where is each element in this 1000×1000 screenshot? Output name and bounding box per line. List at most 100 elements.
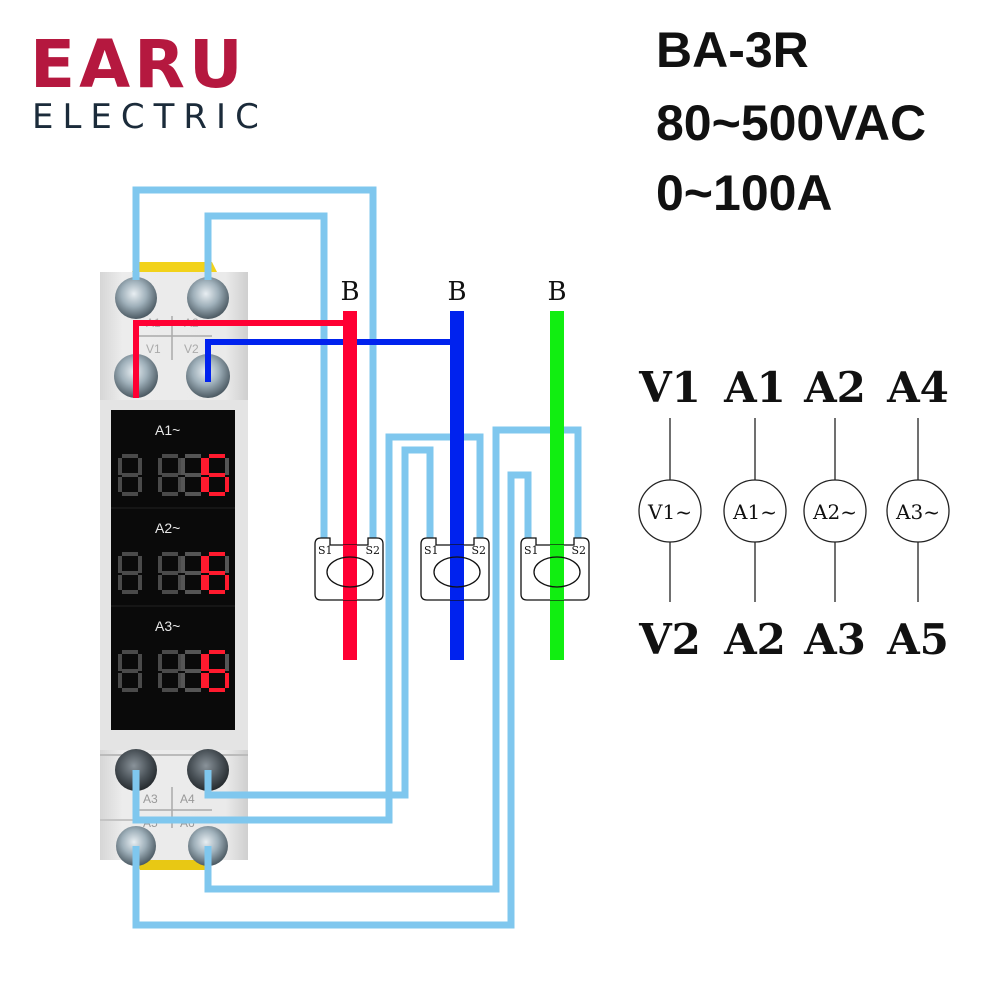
busbar-through-ct [450,545,464,600]
segment-b [138,458,142,475]
segment-e [205,477,209,492]
busbar-label: B [547,277,566,307]
segment-g [209,571,225,575]
digit-3 [181,650,205,692]
schematic-top-label: A1 [723,363,786,412]
display-label-1: A1~ [155,422,180,438]
schematic-top-label: A4 [886,363,949,412]
segment-f [118,654,122,671]
segment-e [158,673,162,688]
ct-s1-label: S1 [524,544,539,557]
segment-a [122,454,138,458]
terminal-label-v2: V2 [184,342,199,356]
segment-a [162,650,178,654]
segment-d [162,688,178,692]
segment-g [122,669,138,673]
segment-e [158,477,162,492]
schematic-bottom-label: A3 [803,615,866,664]
display-readout-1 [118,454,229,496]
digit-2 [158,552,182,594]
segment-c [201,673,205,688]
segment-g [185,571,201,575]
digit-4 [205,552,229,594]
segment-e [181,575,185,590]
busbar-label: B [340,277,359,307]
voltage-range-label: 80~500VAC [656,95,926,151]
bottom-clip [136,858,212,870]
segment-d [209,590,225,594]
segment-e [205,575,209,590]
segment-g [209,473,225,477]
display-label-2: A2~ [155,520,180,536]
digit-3 [181,454,205,496]
ct-s2-label: S2 [471,544,486,557]
segment-f [181,654,185,671]
segment-d [185,492,201,496]
spec-block: BA-3R 80~500VAC 0~100A [656,22,926,221]
brand-subtitle: ELECTRIC [32,97,268,137]
model-label: BA-3R [656,22,809,78]
segment-b [138,556,142,573]
segment-b [178,458,182,475]
segment-g [209,669,225,673]
segment-a [185,552,201,556]
ct-s2-label: S2 [365,544,380,557]
segment-e [118,477,122,492]
segment-e [158,575,162,590]
segment-g [185,669,201,673]
segment-b [201,654,205,671]
busbar-3: B [547,277,567,660]
segment-a [122,650,138,654]
segment-e [181,477,185,492]
busbar-conductor [343,311,357,660]
busbar-through-ct [550,545,564,600]
segment-e [118,575,122,590]
digit-4 [205,454,229,496]
wire-a2-ct1-s1 [204,212,328,540]
display-readout-2 [118,552,229,594]
segment-f [118,556,122,573]
wire-a3-ct2-s2 [132,433,484,824]
digit-2 [158,650,182,692]
segment-f [205,654,209,671]
schematic-bottom-label: V2 [638,615,701,664]
screw-a1 [115,277,157,319]
segment-c [178,673,182,688]
schematic-bottom-label: A2 [723,615,786,664]
segment-d [162,590,178,594]
ct-aperture [533,556,581,588]
screw-a2 [187,277,229,319]
segment-e [118,673,122,688]
segment-c [138,477,142,492]
busbar-label: B [447,277,466,307]
segment-d [122,492,138,496]
segment-d [209,688,225,692]
display-readout-3 [118,650,229,692]
segment-d [185,590,201,594]
segment-d [209,492,225,496]
terminal-label-a3: A3 [143,792,158,806]
segment-f [158,458,162,475]
segment-d [122,688,138,692]
segment-f [205,556,209,573]
wire-a4-ct2-s1 [204,446,434,799]
segment-f [181,458,185,475]
digit-1 [118,552,142,594]
display-rows: A1~A2~A3~ [118,422,229,692]
busbar-conductor [550,311,564,660]
segment-d [122,590,138,594]
segment-c [225,477,229,492]
busbar-through-ct [343,545,357,600]
segment-g [122,473,138,477]
segment-c [138,575,142,590]
segment-a [185,650,201,654]
segment-b [201,458,205,475]
